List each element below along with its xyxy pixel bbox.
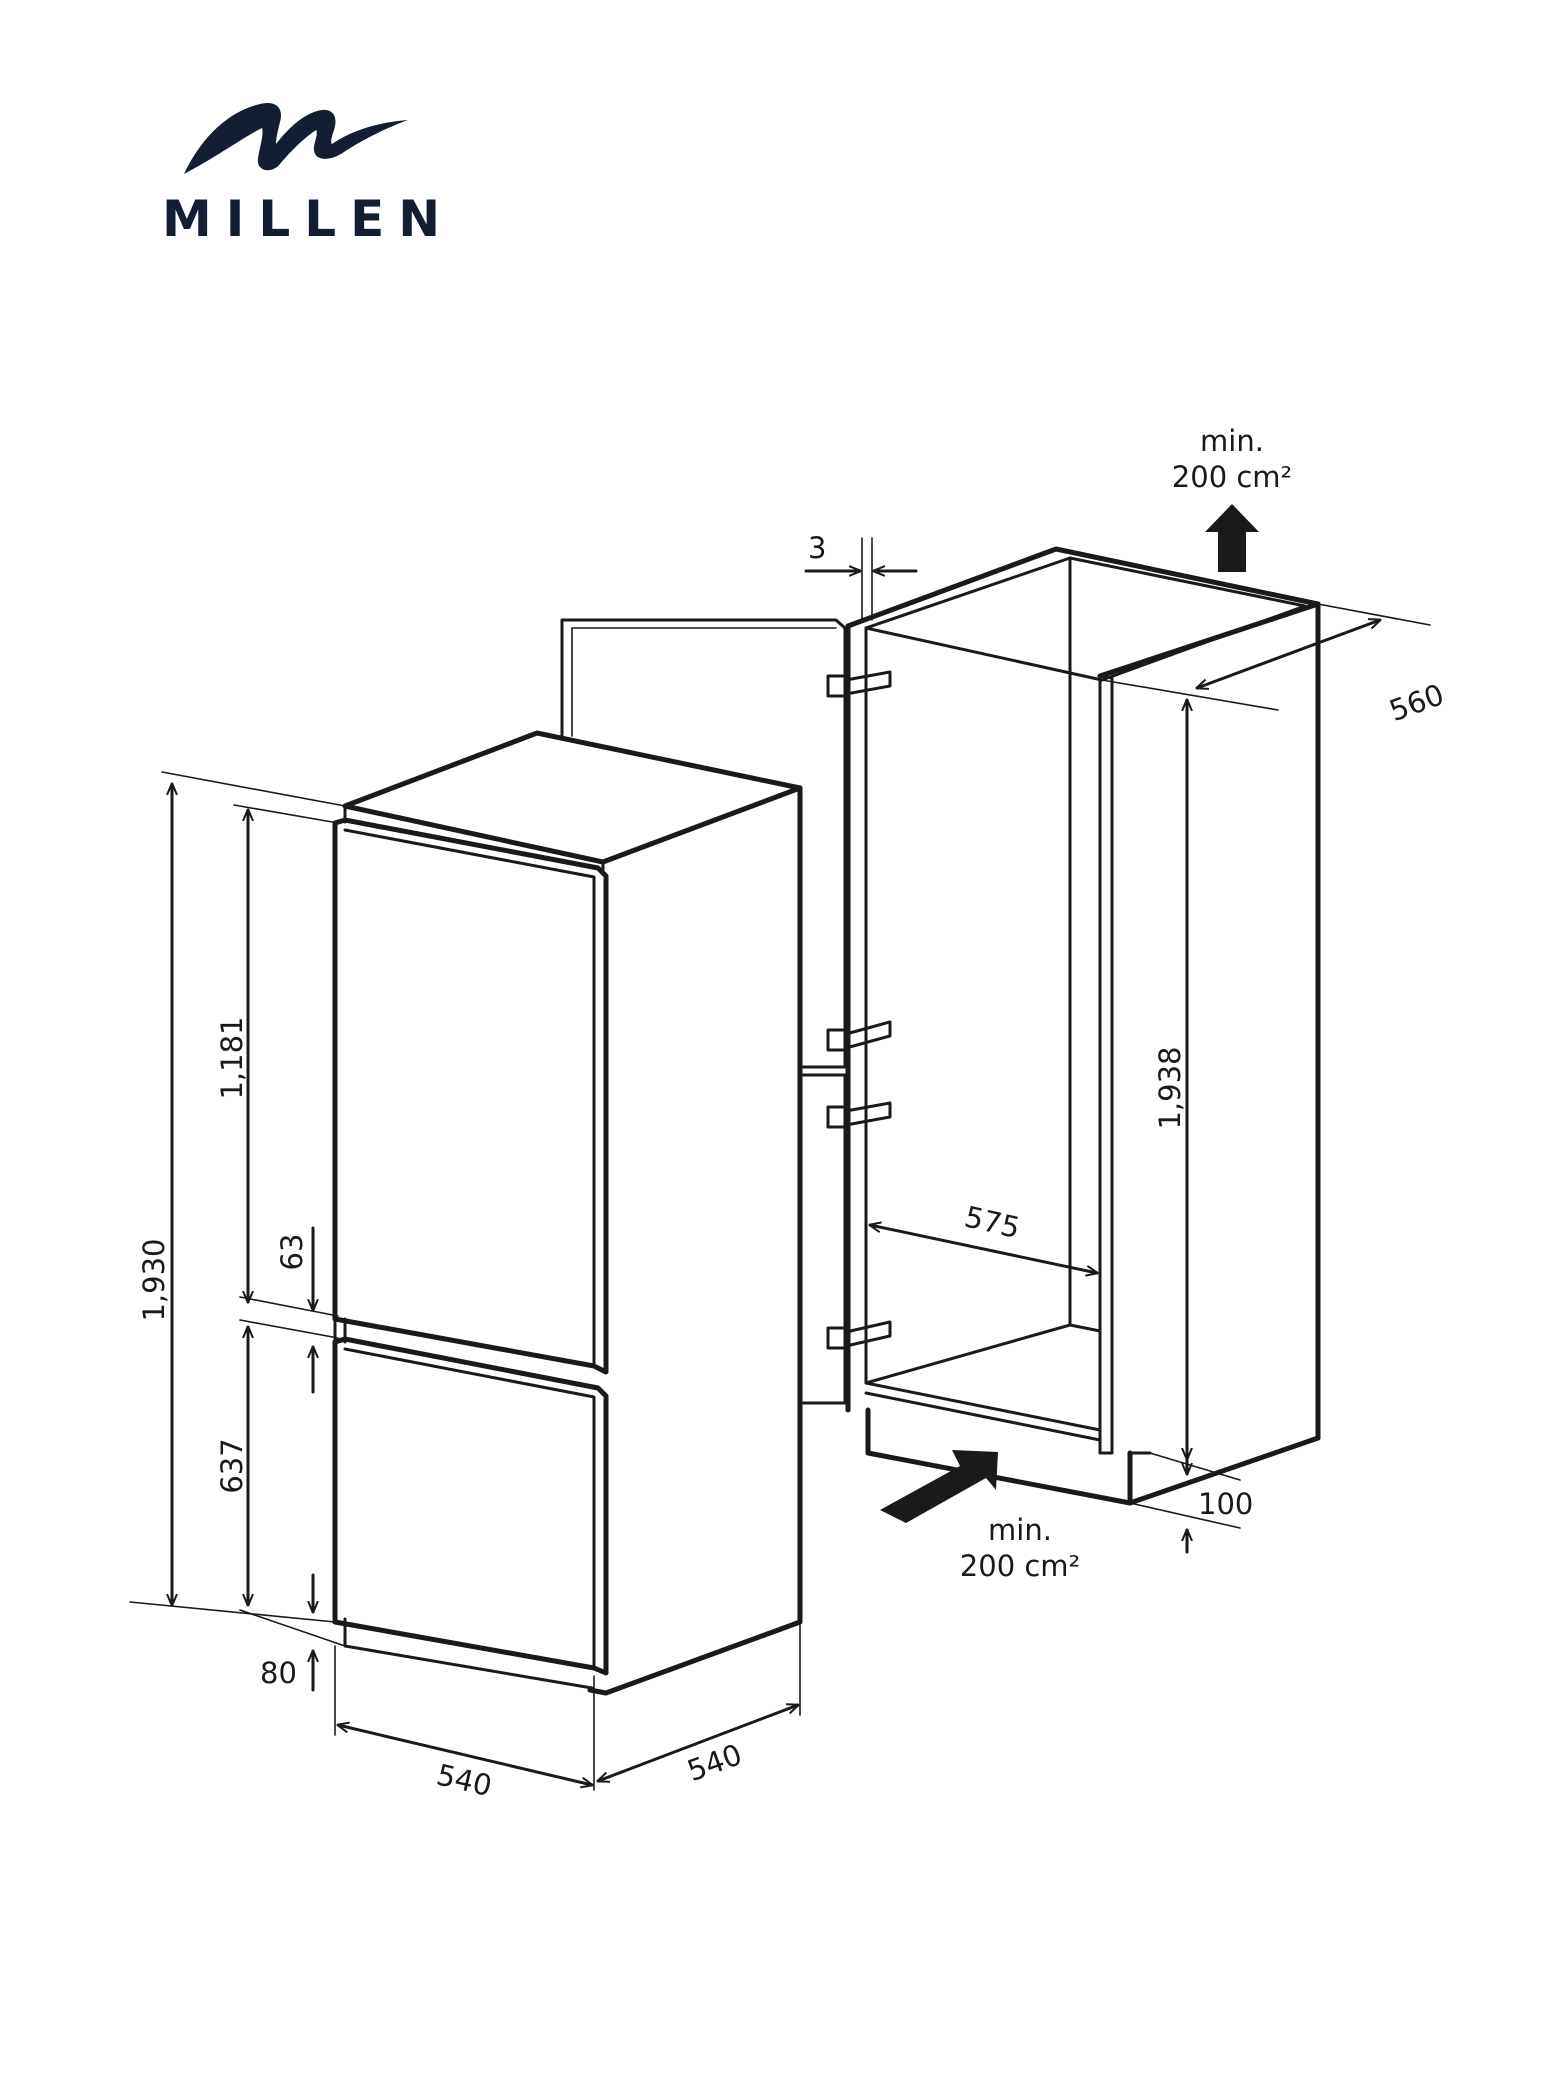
lower-door (332, 1317, 609, 1676)
vent-labels: min. 200 cm² min. 200 cm² (960, 424, 1292, 1583)
hinges (826, 670, 892, 1350)
appliance-body (342, 730, 803, 1696)
furniture-door-lower (798, 1073, 847, 1405)
label-niche-plinth: 100 (1198, 1487, 1253, 1521)
label-door-gap-3: 3 (808, 531, 826, 565)
wave-m-logo-icon (184, 102, 408, 174)
appliance-dimensions (129, 771, 800, 1791)
label-height-lower-door: 637 (215, 1438, 249, 1493)
label-height-total: 1,930 (137, 1238, 171, 1321)
vent-top-line2: 200 cm² (1172, 460, 1292, 494)
label-niche-height: 1,938 (1153, 1046, 1187, 1129)
vent-top-line1: min. (1200, 424, 1264, 458)
brand-name: MILLEN (162, 190, 455, 248)
vent-arrow-bottom-icon (880, 1450, 998, 1523)
vent-bottom-line1: min. (988, 1513, 1052, 1547)
niche-dimension-labels: 3 560 1,938 575 100 (808, 531, 1448, 1521)
label-door-gap: 63 (275, 1234, 309, 1271)
vent-bottom-line2: 200 cm² (960, 1549, 1080, 1583)
label-niche-depth: 560 (1385, 677, 1449, 728)
niche-dimensions (804, 537, 1431, 1554)
upper-door (332, 817, 609, 1375)
hinge-mid-upper-icon (826, 1020, 892, 1052)
hinge-top-icon (826, 670, 892, 698)
label-width: 540 (433, 1757, 495, 1803)
niche-cabinet (845, 546, 1321, 1506)
label-height-upper-door: 1,181 (215, 1016, 249, 1099)
label-plinth-height: 80 (260, 1656, 297, 1690)
vent-arrow-top-icon (1205, 504, 1259, 572)
appliance-dimension-labels: 1,930 1,181 63 637 80 540 540 (137, 1016, 746, 1803)
hinge-mid-lower-icon (826, 1101, 892, 1129)
furniture-door-upper (560, 618, 847, 1069)
hinge-bottom-icon (826, 1320, 892, 1350)
label-niche-width: 575 (961, 1199, 1023, 1245)
